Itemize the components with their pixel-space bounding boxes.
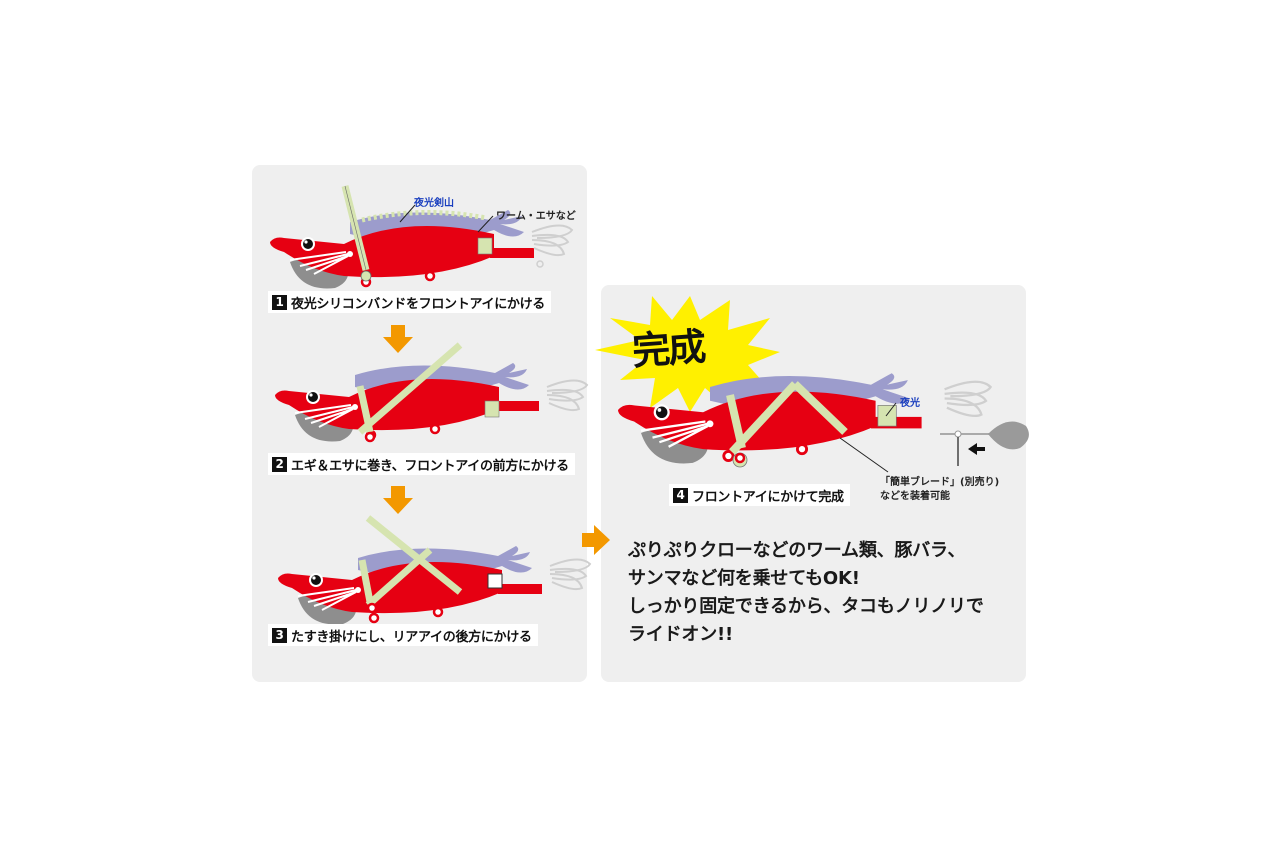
step-2-label: 2 エギ＆エサに巻き、フロントアイの前方にかける (268, 453, 575, 475)
callout-luminous-spike: 夜光剣山 (414, 198, 454, 209)
step-number: 1 (272, 294, 287, 310)
step-text: 夜光シリコンバンドをフロントアイにかける (291, 296, 546, 312)
step-number: 2 (272, 456, 287, 472)
result-caption: ぷりぷりクローなどのワーム類、豚バラ、 サンマなど何を乗せてもOK! しっかり固… (628, 537, 1018, 649)
caption-line: しっかり固定できるから、タコもノリノリで (628, 596, 984, 617)
step-3-label: 3 たすき掛けにし、リアアイの後方にかける (268, 624, 538, 646)
black-left-arrow-icon (968, 443, 985, 455)
step-number: 3 (272, 627, 287, 643)
callout-luminous: 夜光 (900, 398, 920, 409)
callout-worm-bait: ワーム・エサなど (496, 211, 576, 222)
step-text: エギ＆エサに巻き、フロントアイの前方にかける (291, 458, 569, 474)
caption-line: ぷりぷりクローなどのワーム類、豚バラ、 (628, 540, 966, 561)
blade-line-2: などを装着可能 (880, 491, 950, 502)
caption-line: ライドオン!! (628, 624, 734, 645)
step-1-label: 1 夜光シリコンバンドをフロントアイにかける (268, 291, 552, 313)
burst-text: 完成 (630, 324, 706, 374)
step-4-label: 4 フロントアイにかけて完成 (669, 484, 850, 506)
callout-blade: 「簡単ブレード」(別売り) などを装着可能 (880, 476, 999, 504)
orange-down-arrow-icon (383, 325, 610, 555)
step-text: たすき掛けにし、リアアイの後方にかける (291, 629, 532, 645)
blade-line-1: 「簡単ブレード」(別売り) (880, 477, 1000, 488)
step-number: 4 (673, 487, 688, 503)
caption-line: サンマなど何を乗せてもOK! (628, 568, 860, 589)
step-text: フロントアイにかけて完成 (692, 489, 844, 505)
